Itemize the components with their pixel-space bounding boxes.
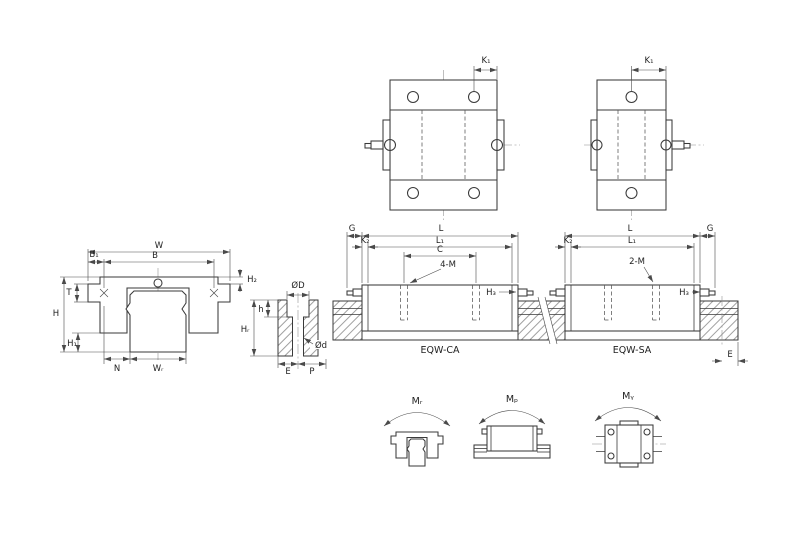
- model-label-eqw-ca: EQW-CA: [420, 345, 460, 356]
- moment-label-mr: Mᵣ: [412, 396, 423, 407]
- dim-label-w: W: [155, 241, 164, 251]
- dim-label-c: C: [437, 245, 443, 255]
- dim-label-l1-sa: L₁: [628, 236, 636, 246]
- rail-break-symbol: [538, 297, 557, 344]
- rail-end-dimension: E: [712, 296, 748, 366]
- mount-hole-marks: [99, 288, 219, 298]
- rotation-arrow-icon: [478, 410, 546, 425]
- dim-label-k1-ca: K₁: [482, 56, 491, 66]
- front-view: W B₁ B T H H₁ H₂ N Wᵣ: [53, 241, 257, 374]
- dim-label-t: T: [65, 288, 72, 298]
- dim-label-g-sa: G: [707, 224, 714, 234]
- side-view-ca-block: G L K₂ L₁ C 4-M H₃ EQW-CA: [346, 224, 534, 356]
- grease-nipple-icon: [364, 140, 384, 150]
- dim-label-d-inner: Ød: [315, 340, 327, 351]
- dim-label-n: N: [114, 364, 120, 374]
- dim-label-b1: B₁: [89, 250, 98, 260]
- dim-label-g-ca: G: [349, 224, 356, 234]
- moment-roll: Mᵣ: [383, 396, 451, 467]
- dim-label-h2: H₂: [247, 275, 257, 285]
- dim-label-l-ca: L: [439, 224, 444, 234]
- model-label-eqw-sa: EQW-SA: [613, 345, 652, 356]
- dim-label-holes-ca: 4-M: [440, 260, 456, 270]
- plan-view-sa: K₁: [584, 56, 704, 220]
- grease-nipple-icon: [153, 278, 163, 288]
- dim-label-hr: Hᵣ: [241, 325, 250, 335]
- block-profile: [87, 276, 231, 334]
- moment-diagrams: Mᵣ Mₚ Mᵧ: [383, 391, 666, 468]
- plan-view-ca: K₁: [364, 56, 520, 220]
- dim-label-h3-ca: H₃: [486, 288, 496, 298]
- dim-label-k1-sa: K₁: [645, 56, 654, 66]
- dim-label-p: P: [309, 367, 314, 377]
- moment-yaw: Mᵧ: [592, 391, 666, 468]
- rotation-arrow-icon: [594, 407, 662, 422]
- dim-label-b: B: [152, 251, 158, 261]
- dim-label-e-rail: E: [285, 367, 290, 377]
- dim-label-h-depth: h: [258, 305, 263, 315]
- dim-label-h1: H₁: [67, 339, 77, 349]
- rail-section-detail: ØD h Hᵣ Ød E P: [241, 280, 331, 377]
- side-view-assembly: G L K₂ L₁ C 4-M H₃ EQW-CA: [332, 224, 748, 366]
- hidden-bolt-holes: [604, 285, 660, 321]
- dim-label-h: H: [53, 309, 59, 319]
- grease-nipple-icon: [549, 288, 716, 297]
- hidden-bolt-holes: [400, 285, 480, 321]
- dim-label-l1-ca: L₁: [436, 236, 444, 246]
- dim-label-h3-sa: H₃: [679, 288, 689, 298]
- grease-nipple-icon: [346, 288, 534, 297]
- dim-label-k2-sa: K₂: [564, 236, 573, 246]
- grease-nipple-icon: [671, 140, 691, 150]
- dim-label-e-end: E: [727, 350, 732, 360]
- dim-label-d-outer: ØD: [291, 280, 305, 291]
- dim-label-l-sa: L: [628, 224, 633, 234]
- moment-label-mp: Mₚ: [506, 394, 518, 405]
- dim-label-wr: Wᵣ: [153, 364, 164, 374]
- rotation-arrow-icon: [383, 412, 451, 427]
- moment-label-my: Mᵧ: [622, 391, 634, 402]
- moment-pitch: Mₚ: [473, 394, 551, 459]
- rail-profile: [125, 290, 187, 353]
- side-view-sa-block: L G K₂ L₁ 2-M H₃ EQW-SA: [549, 224, 716, 356]
- dim-label-k2-ca: K₂: [361, 236, 370, 246]
- dim-label-holes-sa: 2-M: [629, 257, 645, 267]
